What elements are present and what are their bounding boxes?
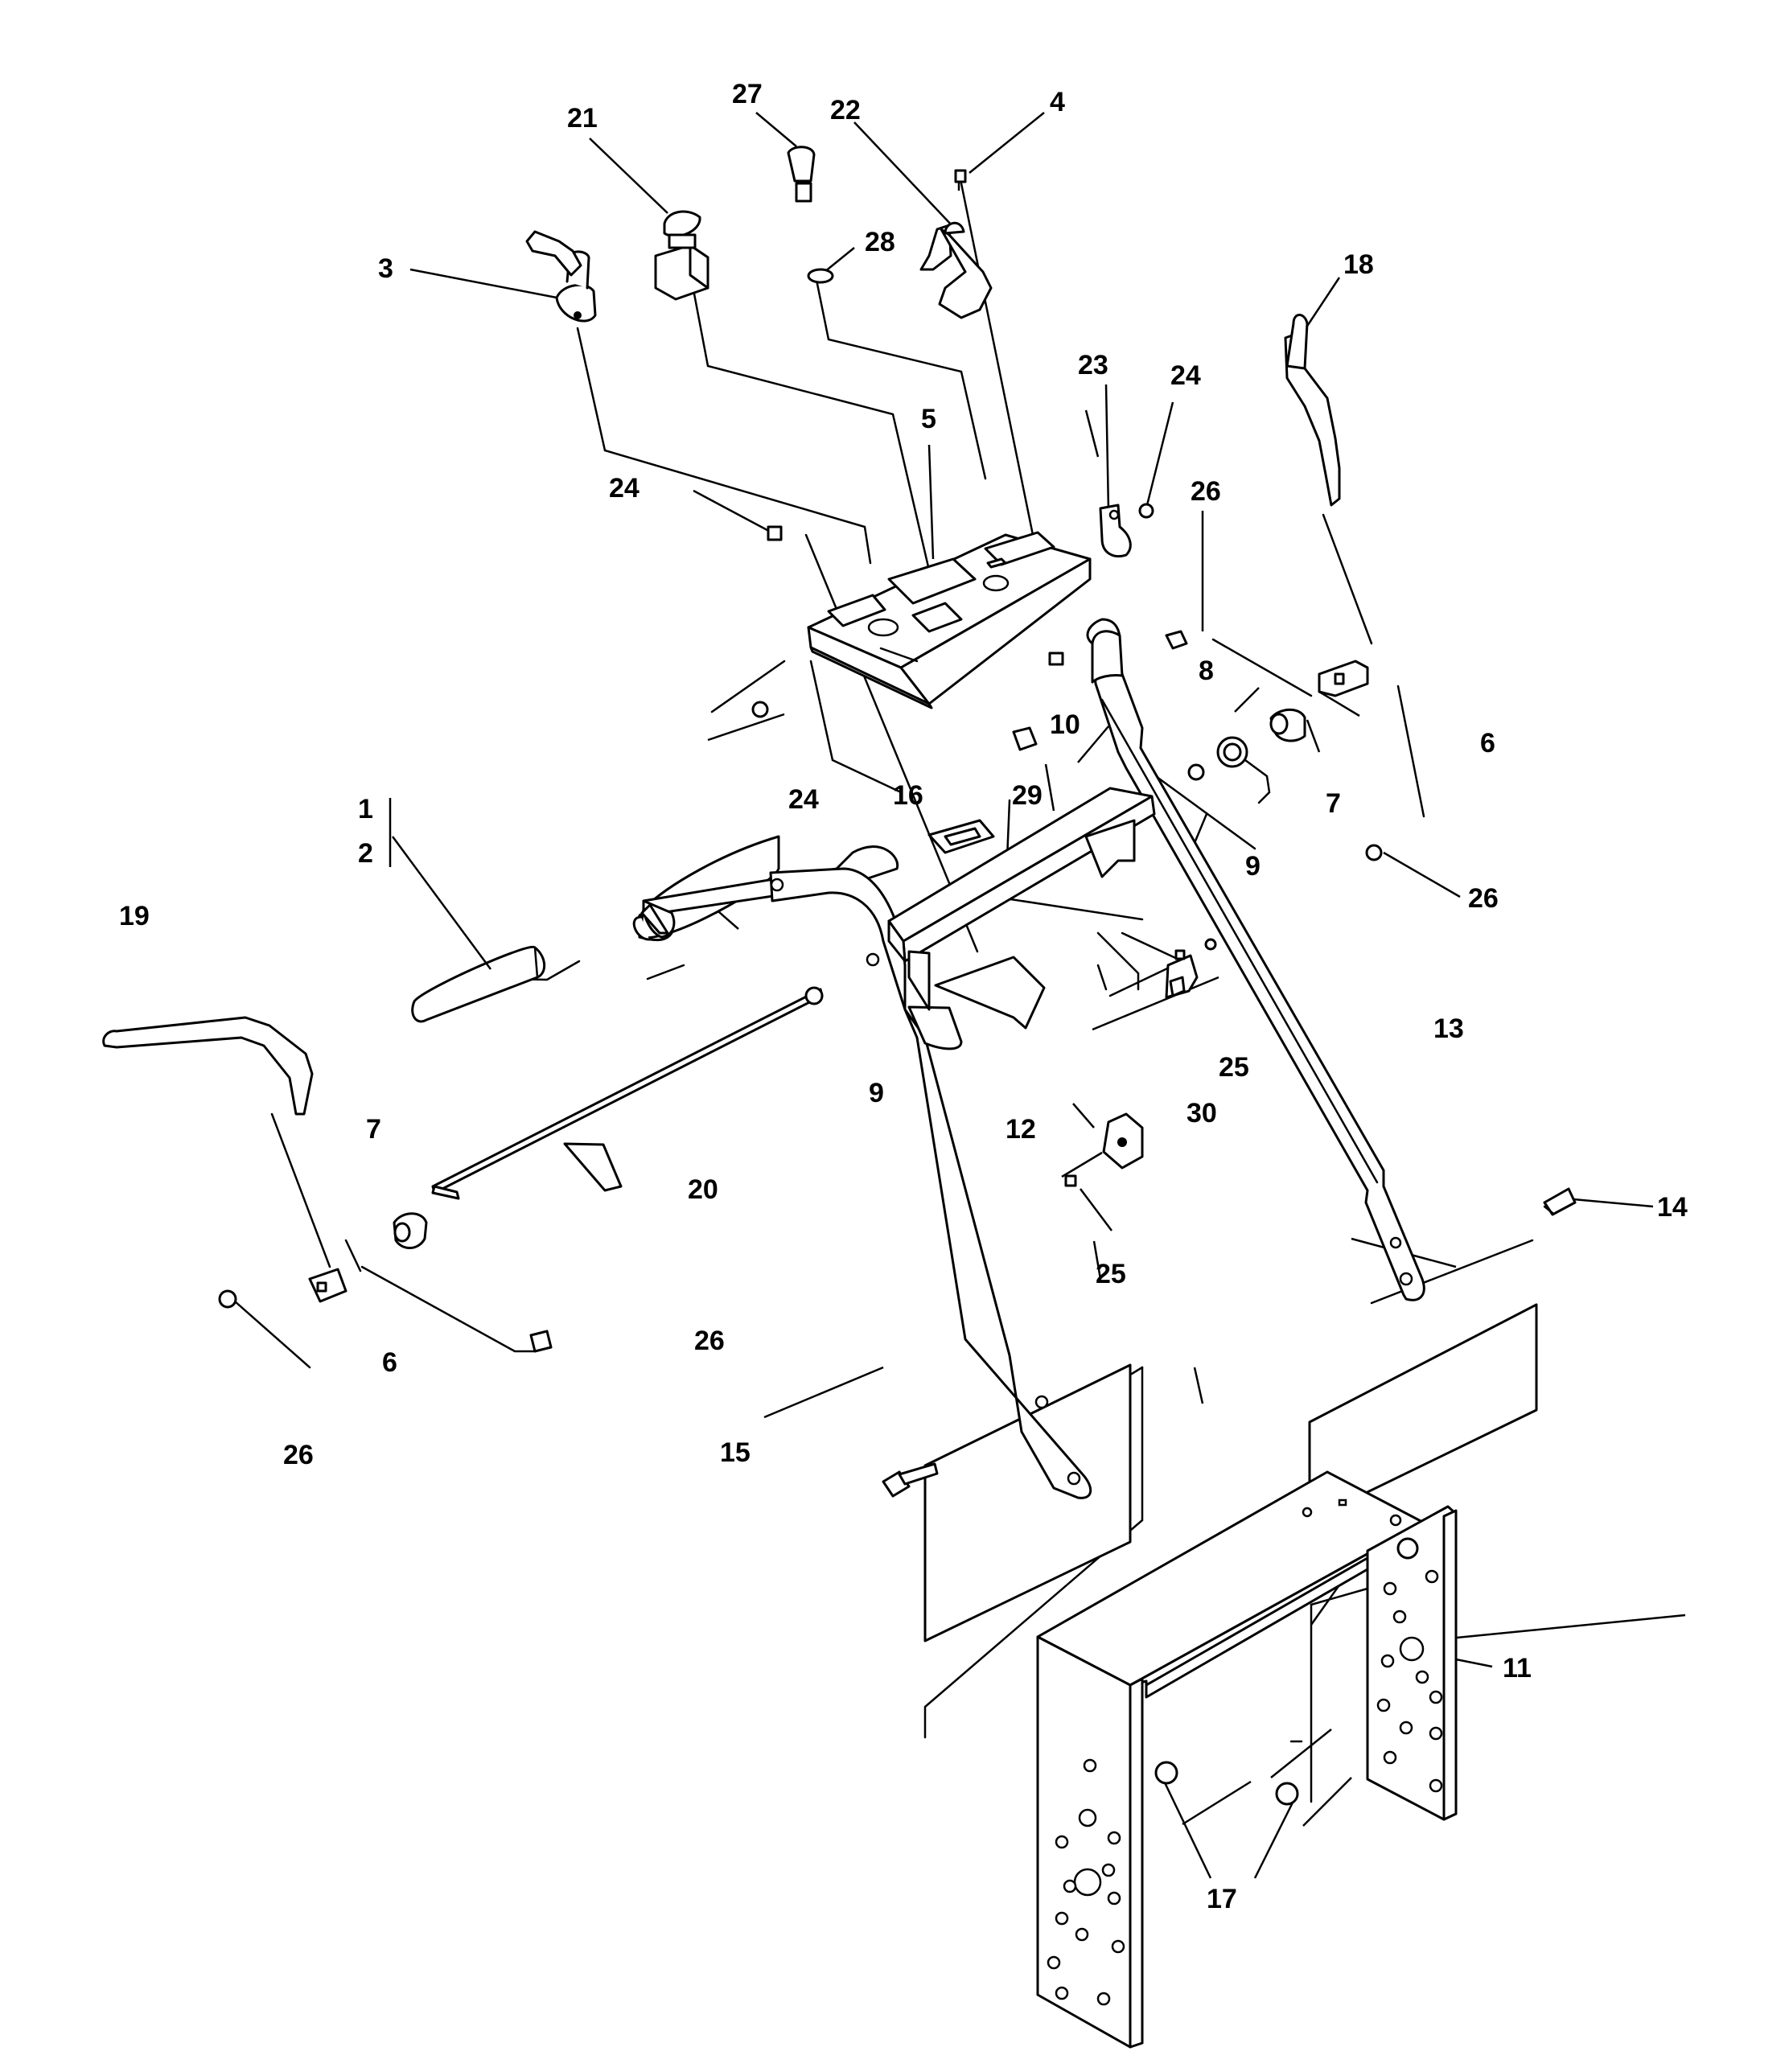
callout-25b: 25	[1096, 1259, 1126, 1289]
callout-24c: 24	[788, 784, 819, 815]
callout-19: 19	[119, 901, 150, 931]
callout-4: 4	[1050, 87, 1065, 117]
nut-17b	[1275, 1782, 1299, 1806]
nut-17c	[1396, 1537, 1419, 1560]
pivot-6-left	[308, 1268, 348, 1303]
leader-lines	[409, 112, 1686, 1879]
nut-24b	[767, 525, 783, 541]
callout-10: 10	[1050, 709, 1080, 740]
switch-30	[1165, 938, 1217, 999]
callout-26c: 26	[694, 1326, 725, 1356]
callout-12: 12	[1006, 1114, 1036, 1145]
callout-5: 5	[921, 404, 936, 434]
callout-17: 17	[1207, 1884, 1237, 1914]
nut-17a	[1154, 1761, 1178, 1785]
callout-2: 2	[358, 838, 373, 869]
clamp	[1099, 504, 1132, 558]
callout-8: 8	[1199, 656, 1214, 686]
control-console	[807, 531, 1092, 709]
bolt-15	[882, 1462, 939, 1498]
callout-27: 27	[732, 79, 763, 109]
callout-26a: 26	[1191, 476, 1221, 507]
callout-21: 21	[567, 103, 598, 134]
knob	[787, 146, 816, 203]
nut-24a	[1138, 503, 1154, 519]
callout-18: 18	[1343, 249, 1374, 280]
leader-1-2	[391, 836, 492, 970]
shift-rod	[431, 988, 824, 1200]
control-bar	[887, 787, 1156, 1030]
callout-25a: 25	[1219, 1052, 1249, 1083]
throttle-lever	[919, 221, 993, 319]
washer	[807, 268, 834, 284]
callout-23: 23	[1078, 350, 1108, 380]
callout-labels: 27 22 4 21 28 3 18 23 24 5 24 26 8 6 10 …	[119, 79, 1688, 1914]
callout-14: 14	[1657, 1192, 1688, 1223]
pad-16	[927, 819, 995, 854]
callout-13: 13	[1433, 1013, 1464, 1044]
bushing-7-left	[393, 1212, 428, 1249]
washer-9a	[1187, 763, 1205, 781]
bracket-12	[1102, 1112, 1144, 1170]
bushing-7-right	[1269, 708, 1306, 742]
washer-9b	[804, 986, 824, 1005]
ignition-switch	[525, 230, 597, 323]
frame-holes	[1047, 1498, 1443, 2006]
callout-7b: 7	[366, 1114, 381, 1145]
bolt-26d	[529, 1330, 553, 1353]
callout-24a: 24	[1170, 360, 1201, 391]
callout-20: 20	[688, 1174, 718, 1205]
callout-16: 16	[893, 780, 923, 811]
callout-15: 15	[720, 1437, 751, 1468]
callout-9b: 9	[869, 1078, 884, 1108]
nut-26c	[218, 1289, 237, 1309]
callout-11: 11	[1503, 1653, 1532, 1684]
nut-10	[1048, 652, 1064, 666]
callout-24b: 24	[609, 473, 640, 504]
spring-8	[1216, 736, 1271, 804]
callout-26d: 26	[283, 1440, 314, 1470]
bolt-14	[1543, 1187, 1577, 1216]
clip-29	[1012, 726, 1038, 751]
nut-26b	[1365, 844, 1383, 861]
callout-22: 22	[830, 95, 861, 125]
callout-28: 28	[865, 227, 895, 257]
callout-6a: 6	[1480, 728, 1495, 758]
callout-9a: 9	[1245, 851, 1261, 882]
callout-1: 1	[358, 794, 373, 824]
callout-6b: 6	[382, 1347, 397, 1378]
callout-7a: 7	[1326, 788, 1341, 819]
screw-4	[954, 169, 967, 191]
pivot-6-right	[1318, 660, 1369, 697]
bolt-26a	[1165, 630, 1188, 650]
nut-24c	[751, 701, 769, 718]
callout-29: 29	[1012, 780, 1043, 811]
base-frame	[1036, 1470, 1458, 2049]
lever-19	[102, 1016, 314, 1116]
callout-26b: 26	[1468, 883, 1499, 914]
callout-30: 30	[1186, 1098, 1217, 1128]
grip-1-2	[411, 903, 669, 1023]
lever-18	[1284, 314, 1341, 507]
right-handle	[1086, 618, 1425, 1301]
screw-25a	[1064, 1174, 1077, 1187]
callout-3: 3	[378, 253, 393, 284]
left-handle	[638, 835, 1092, 1499]
choke-switch	[654, 210, 709, 301]
